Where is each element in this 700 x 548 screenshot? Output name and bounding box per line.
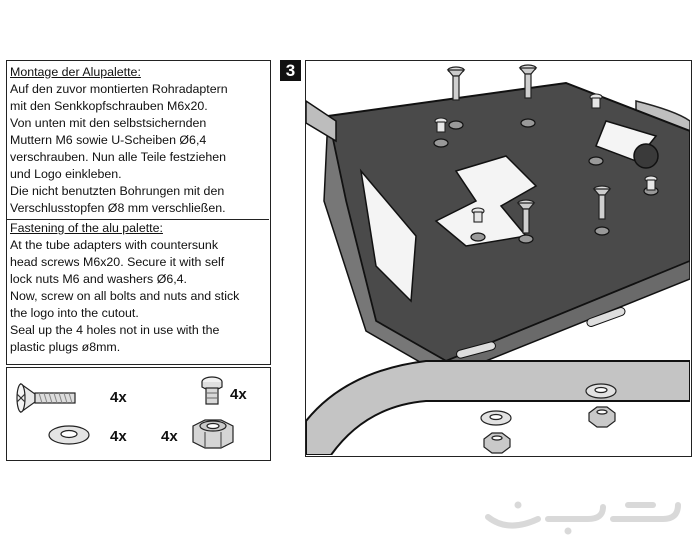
assembly-illustration xyxy=(305,60,692,457)
german-line: Auf den zuvor montierten Rohradaptern xyxy=(10,82,228,96)
screw-quantity: 4x xyxy=(110,389,127,406)
alu-palette-drawing xyxy=(306,64,691,456)
language-divider xyxy=(7,219,269,220)
nut-quantity: 4x xyxy=(161,428,178,445)
english-line: the logo into the cutout. xyxy=(10,306,139,320)
english-line: head screws M6x20. Secure it with self xyxy=(10,255,225,269)
german-line: Verschlusstopfen Ø8 mm verschließen. xyxy=(10,201,226,215)
english-line: Now, screw on all bolts and nuts and sti… xyxy=(10,289,240,303)
haraj-logo-watermark xyxy=(485,501,681,535)
plug-quantity: 4x xyxy=(230,386,247,403)
german-line: Die nicht benutzten Bohrungen mit den xyxy=(10,184,225,198)
parts-panel: 4x 4x 4x 4x xyxy=(6,367,271,461)
palette-plate xyxy=(323,81,691,379)
plastic-plug-icon xyxy=(201,376,223,405)
german-line: verschrauben. Nun alle Teile festziehen xyxy=(10,150,227,164)
washer-icon xyxy=(48,425,90,445)
german-line: und Logo einkleben. xyxy=(10,167,122,181)
instructions-panel: Montage der Alupalette: Auf den zuvor mo… xyxy=(6,60,271,365)
lock-nut-icon xyxy=(192,419,234,449)
german-line: Von unten mit den selbstsichernden xyxy=(10,116,207,130)
english-line: At the tube adapters with countersunk xyxy=(10,238,219,252)
english-line: lock nuts M6 and washers Ø6,4. xyxy=(10,272,187,286)
countersunk-screws xyxy=(446,64,612,234)
plastic-plugs xyxy=(434,93,658,223)
german-line: Muttern M6 sowie U-Scheiben Ø6,4 xyxy=(10,133,207,147)
english-line: plastic plugs ø8mm. xyxy=(10,340,121,354)
english-heading: Fastening of the alu palette: xyxy=(10,221,163,235)
german-heading: Montage der Alupalette: xyxy=(10,65,141,79)
step-number-badge: 3 xyxy=(280,60,301,81)
german-line: mit den Senkkopfschrauben M6x20. xyxy=(10,99,208,113)
washer-quantity: 4x xyxy=(110,428,127,445)
countersunk-screw-icon xyxy=(16,382,76,414)
parts-drawings xyxy=(16,376,234,449)
washers-and-nuts xyxy=(480,383,617,454)
english-line: Seal up the 4 holes not in use with the xyxy=(10,323,220,337)
